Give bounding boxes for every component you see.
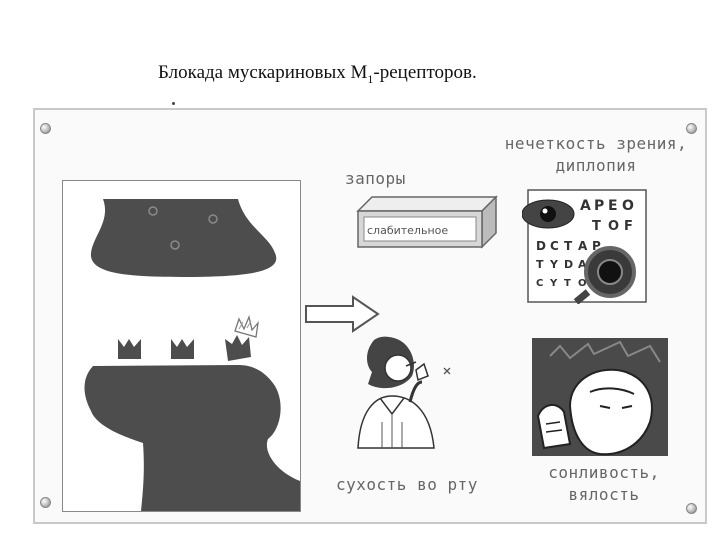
effect-constipation-label: запоры xyxy=(345,169,406,188)
right-arrow-icon xyxy=(305,295,380,333)
eye-chart-letter: P xyxy=(594,198,604,214)
vesicle xyxy=(170,240,180,250)
eye-chart-letter: P xyxy=(592,239,601,253)
effect-vision-line2: диплопия xyxy=(555,156,637,175)
eye-chart-letter: O xyxy=(608,219,619,234)
screw-icon xyxy=(686,123,697,134)
effect-drowsiness-line2: вялость xyxy=(568,485,640,504)
eye-chart-letter: T xyxy=(592,219,601,234)
eye-chart-letter: A xyxy=(578,239,588,253)
eye-chart-letter: C xyxy=(550,239,559,253)
effect-vision-label: нечеткость зрения, диплопия xyxy=(496,133,696,177)
eye-chart-letter: F xyxy=(624,219,633,234)
eye-chart-letter: T xyxy=(564,278,571,289)
screw-icon xyxy=(40,497,51,508)
stray-dot xyxy=(172,102,175,105)
vesicle xyxy=(148,206,158,216)
laxative-box-icon xyxy=(356,195,498,249)
eye-chart-letter: Y xyxy=(549,258,559,271)
effect-vision-line1: нечеткость зрения, xyxy=(504,134,688,153)
eye-chart-letter: A xyxy=(580,198,591,214)
woman-drinking-icon xyxy=(357,336,451,449)
eye-chart-letter: A xyxy=(578,258,587,271)
effect-drowsiness-line1: сонливость, xyxy=(548,463,660,482)
eye-chart-letter: E xyxy=(608,198,618,214)
eye-chart-letter: O xyxy=(622,198,634,214)
blocker-molecule xyxy=(234,314,259,338)
presynaptic-terminal xyxy=(90,199,277,277)
drowsy-man-icon xyxy=(532,338,668,456)
eye-chart-icon: APEOTOFDCTAPTYDAOCYTOPOD xyxy=(522,189,647,304)
eye-chart-letter: O xyxy=(578,278,587,289)
eye-chart-letter: C xyxy=(536,278,543,289)
eye-chart-letter: Y xyxy=(549,278,558,289)
receptor xyxy=(118,339,141,359)
eye-chart-letter: D xyxy=(564,258,573,271)
synapse-illustration xyxy=(62,180,301,512)
screw-icon xyxy=(40,123,51,134)
receptor xyxy=(171,339,194,359)
laxative-box-label: слабительное xyxy=(367,224,449,237)
eye-chart-letter: T xyxy=(536,258,544,271)
effect-drowsiness-label: сонливость, вялость xyxy=(514,462,694,506)
eye-chart-letter: D xyxy=(536,239,546,253)
eye-chart-letter: T xyxy=(564,239,573,253)
screw-icon xyxy=(686,503,697,514)
effect-dry-mouth-label: сухость во рту xyxy=(336,475,478,494)
slide-title: Блокада мускариновых М1-рецепторов. xyxy=(158,62,477,86)
magnifying-glass-icon xyxy=(573,246,636,304)
blocked-receptor xyxy=(225,335,251,361)
vesicle xyxy=(208,214,218,224)
postsynaptic-cell xyxy=(84,365,300,511)
